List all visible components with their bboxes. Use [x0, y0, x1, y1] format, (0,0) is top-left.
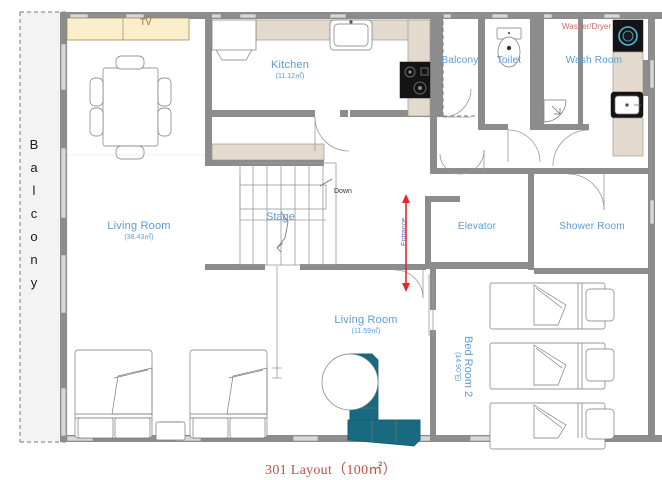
room-label-living-main: Living Room (36.43㎡): [89, 220, 189, 241]
stove-icon: [399, 61, 431, 99]
room-label-toilet: Toilet: [486, 55, 532, 67]
kitchen-counters: [211, 19, 431, 117]
room-name: Bed Room 2: [462, 336, 474, 398]
balcony-letter: o: [30, 229, 38, 244]
basin-icon: [610, 91, 644, 119]
room-area: (11.59㎡): [351, 327, 381, 335]
room-label-shower-room: Shower Room: [548, 221, 636, 233]
toilet-icon: [496, 27, 522, 68]
entrance-label: Entrance: [401, 218, 408, 247]
interior-walls: [205, 12, 648, 442]
balcony-letter: a: [30, 160, 38, 175]
nightstand-icon: [155, 421, 186, 441]
balcony-letter: B: [29, 137, 39, 152]
room-area: (36.43㎡): [124, 233, 154, 241]
room-name: Balcony: [441, 55, 479, 66]
tv-label: TV: [140, 17, 152, 27]
washer-dryer-label: Washer/Dryer: [562, 22, 612, 31]
room-label-wash-room: Wash Room: [556, 55, 632, 67]
guide-lines: [67, 154, 278, 300]
wash-room-fixtures: [543, 19, 648, 157]
room-name: Elevator: [457, 221, 497, 232]
room-label-balcony-top: Balcony: [435, 55, 485, 67]
room-name: Shower Room: [559, 221, 625, 232]
room-area: (11.12㎡): [275, 72, 305, 80]
sink-icon: [329, 19, 373, 51]
stairs-icon: [239, 162, 337, 266]
entrance-arrow-icon: [402, 194, 410, 292]
tv-cabinet-icon: [66, 17, 190, 41]
right-windows: [649, 59, 655, 225]
washer-icon: [612, 19, 644, 53]
room-name: Wash Room: [565, 55, 623, 66]
room-name: Living Room: [334, 314, 398, 326]
page-title: 301 Layout（100㎡）: [265, 463, 397, 478]
room-area: (14.90㎡): [454, 352, 461, 382]
bed-icon: [74, 349, 268, 441]
room-label-living-small: Living Room (11.59㎡): [316, 314, 416, 335]
room-name: Toilet: [496, 55, 522, 66]
shower-corner-icon: [543, 99, 567, 123]
balcony-left-label: B a l c o n y: [14, 133, 54, 294]
room-label-kitchen: Kitchen (11.12㎡): [248, 59, 332, 80]
door-swing-icon: [314, 88, 605, 299]
dining-table-icon: [89, 55, 172, 160]
room-label-elevator: Elevator: [446, 221, 508, 233]
left-windows: [60, 43, 67, 437]
room-label-bed-room-2: Bed Room 2 (14.90㎡): [452, 322, 474, 412]
balcony-letter: c: [30, 206, 38, 221]
round-coffee-table-icon: [321, 353, 379, 411]
stage-label: Stage: [266, 211, 295, 223]
bedroom2-beds: [489, 282, 615, 450]
down-label: Down: [334, 188, 352, 195]
room-name: Kitchen: [270, 59, 310, 71]
balcony-letter: l: [32, 183, 36, 198]
dimension-marks: [272, 266, 282, 379]
balcony-letter: y: [30, 275, 38, 290]
balcony-letter: n: [30, 252, 38, 267]
room-name: Living Room: [107, 220, 171, 232]
